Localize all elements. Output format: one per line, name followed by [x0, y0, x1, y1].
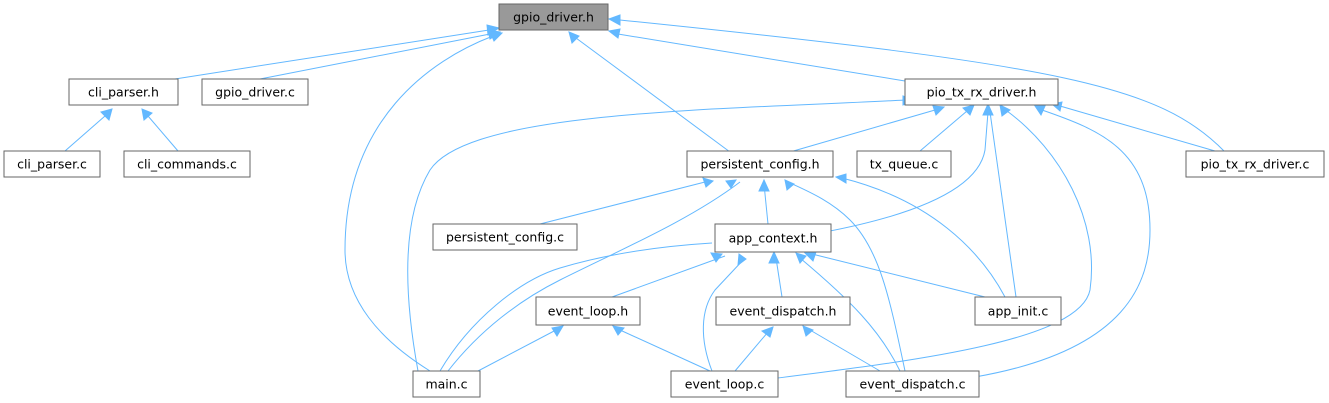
edge-main-c-to-event-loop-h	[477, 329, 557, 372]
node-label: pio_tx_rx_driver.c	[1201, 157, 1310, 172]
edges	[64, 19, 1226, 379]
arrowhead	[758, 178, 770, 192]
node-label: persistent_config.h	[700, 157, 819, 172]
node-app-init-c[interactable]: app_init.c	[974, 296, 1062, 326]
edge-event-loop-c-to-pio-h	[777, 110, 1092, 379]
node-pio-tx-rx-driver-h[interactable]: pio_tx_rx_driver.h	[904, 78, 1059, 106]
node-label: pio_tx_rx_driver.h	[927, 85, 1037, 100]
node-event-loop-c[interactable]: event_loop.c	[670, 370, 779, 398]
node-label: event_dispatch.c	[860, 377, 966, 392]
edge-app-init-c-to-app-context-h	[811, 253, 986, 298]
arrowhead	[607, 14, 621, 26]
node-gpio-driver-h[interactable]: gpio_driver.h	[498, 3, 609, 31]
arrowhead	[932, 105, 946, 116]
edge-event-loop-c-to-event-loop-h	[619, 329, 711, 372]
node-label: gpio_driver.h	[513, 10, 594, 25]
arrowhead	[999, 104, 1011, 117]
edge-pio-tx-rx-driver-c-to-gpio-driver-h	[619, 19, 1226, 153]
edge-app-context-h-to-pio-h	[824, 111, 989, 233]
arrowhead	[702, 177, 715, 188]
edge-pio-tx-rx-driver-h-to-gpio-driver-h	[617, 33, 906, 82]
edge-event-dispatch-c-to-pio-h	[974, 109, 1151, 378]
node-label: event_dispatch.h	[730, 304, 837, 319]
arrowhead	[737, 253, 747, 267]
node-event-loop-h[interactable]: event_loop.h	[535, 296, 641, 326]
arrowhead	[607, 28, 621, 39]
node-label: event_loop.h	[548, 304, 628, 319]
arrowhead	[834, 173, 847, 184]
edge-persistent-config-h-to-gpio-driver-h	[575, 37, 731, 153]
edge-persistent-config-h-to-pio-h	[789, 109, 936, 153]
edge-persistent-config-c-to-persistent-config-h	[539, 181, 706, 225]
node-label: gpio_driver.c	[215, 85, 295, 100]
arrowhead	[784, 179, 795, 191]
node-label: cli_commands.c	[137, 157, 237, 172]
node-label: app_context.h	[729, 231, 818, 246]
node-cli-parser-h[interactable]: cli_parser.h	[68, 78, 179, 106]
edge-event-dispatch-h-to-app-context-h	[775, 257, 783, 298]
arrowhead	[1034, 105, 1046, 117]
node-gpio-driver-c[interactable]: gpio_driver.c	[201, 78, 309, 106]
arrowhead	[760, 326, 774, 338]
arrowhead	[768, 250, 780, 264]
edge-event-loop-h-to-app-context-h	[611, 255, 726, 298]
arrowhead	[100, 108, 113, 121]
edge-pio-tx-rx-driver-c-to-pio-h	[1059, 105, 1216, 152]
edge-tx-queue-c-to-pio-h	[919, 110, 968, 152]
arrowhead	[962, 104, 975, 116]
node-cli-commands-c[interactable]: cli_commands.c	[123, 150, 251, 178]
node-label: main.c	[425, 377, 467, 392]
node-app-context-h[interactable]: app_context.h	[714, 223, 832, 253]
arrowhead	[489, 31, 504, 42]
node-label: cli_parser.c	[17, 157, 87, 172]
node-label: event_loop.c	[685, 377, 765, 392]
edge-main-c-to-pio-h	[407, 99, 906, 372]
edge-event-dispatch-c-to-app-context-h	[799, 257, 901, 372]
node-event-dispatch-h[interactable]: event_dispatch.h	[715, 296, 851, 326]
arrowhead	[568, 31, 580, 44]
arrowhead	[795, 252, 807, 264]
edge-main-c-to-persistent-config-h	[447, 181, 741, 372]
edge-event-dispatch-c-to-persistent-config-h	[787, 181, 906, 372]
edge-event-dispatch-c-to-event-dispatch-h	[809, 329, 881, 372]
edge-event-loop-c-to-app-context-h	[702, 257, 746, 372]
node-persistent-config-h[interactable]: persistent_config.h	[686, 150, 834, 178]
arrowhead	[612, 325, 625, 336]
edge-event-loop-c-to-event-dispatch-h	[734, 331, 769, 372]
node-main-c[interactable]: main.c	[412, 370, 481, 398]
arrowhead	[803, 251, 817, 262]
node-pio-tx-rx-driver-c[interactable]: pio_tx_rx_driver.c	[1185, 150, 1325, 178]
node-label: app_init.c	[988, 304, 1049, 319]
arrowhead	[725, 179, 737, 189]
edge-main-c-to-app-context-h	[439, 242, 713, 372]
node-event-dispatch-c[interactable]: event_dispatch.c	[845, 370, 980, 398]
arrowhead	[802, 325, 814, 337]
edge-cli-commands-c-to-cli-parser-h	[147, 115, 179, 152]
node-cli-parser-c[interactable]: cli_parser.c	[3, 150, 101, 178]
edge-main-c-to-gpio-driver-h	[344, 35, 494, 372]
node-label: persistent_config.c	[446, 230, 564, 245]
edge-gpio-driver-c-to-gpio-driver-h	[259, 33, 491, 80]
arrowhead	[141, 108, 153, 121]
arrowhead	[710, 252, 723, 263]
edge-cli-parser-c-to-cli-parser-h	[64, 115, 106, 152]
edge-app-init-c-to-pio-h	[989, 111, 1017, 298]
node-label: cli_parser.h	[88, 85, 159, 100]
edge-cli-parser-h-to-gpio-driver-h	[174, 29, 490, 80]
arrowhead	[551, 325, 564, 337]
node-tx-queue-c[interactable]: tx_queue.c	[856, 150, 952, 178]
node-persistent-config-c[interactable]: persistent_config.c	[432, 223, 578, 251]
edge-app-init-c-to-persistent-config-h	[841, 177, 1006, 298]
arrowhead	[982, 102, 994, 116]
node-label: tx_queue.c	[870, 157, 939, 172]
